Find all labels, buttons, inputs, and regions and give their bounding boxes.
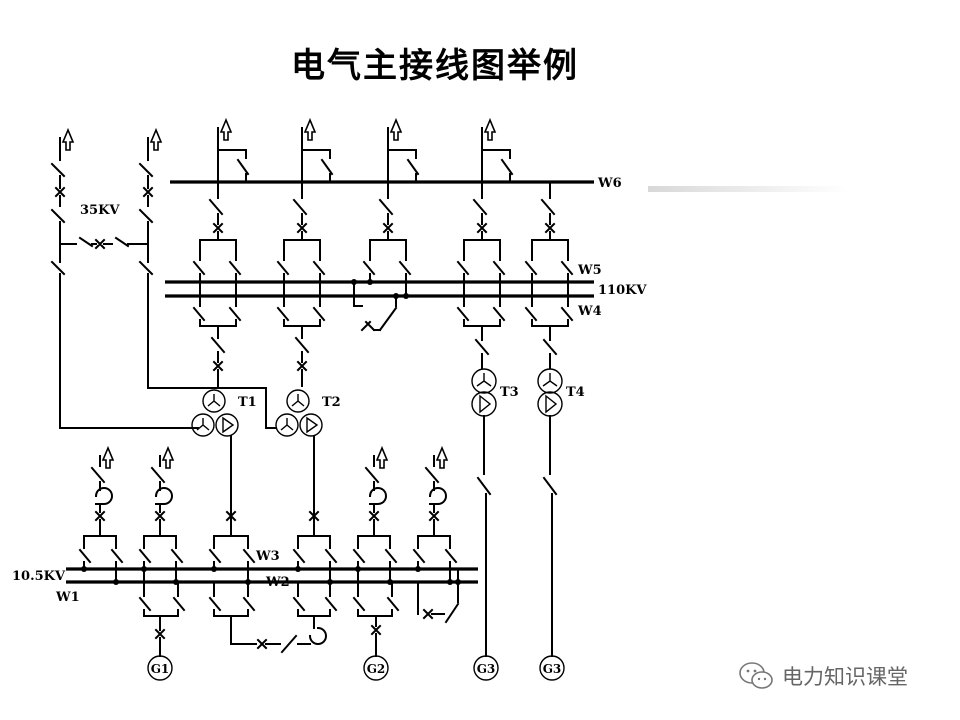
line-35kv-1 bbox=[50, 129, 199, 429]
page-title: 电气主接线图举例 bbox=[291, 46, 579, 86]
w2-w3-coupler-right bbox=[417, 568, 460, 624]
decorative-fade-line bbox=[648, 186, 848, 192]
bus-junction-dots bbox=[81, 566, 461, 585]
generator-feeder-g2 bbox=[352, 568, 400, 657]
feeder-10kv-3 bbox=[352, 447, 398, 583]
line-35kv-2 bbox=[138, 129, 213, 389]
generator-g2: G2 bbox=[363, 655, 389, 681]
generator-label-g2: G2 bbox=[367, 662, 386, 676]
transformer-label-t3: T3 bbox=[500, 385, 519, 400]
bus-label-w3: W3 bbox=[255, 549, 280, 564]
wechat-icon bbox=[739, 662, 773, 689]
t1-lv-connection bbox=[208, 509, 256, 583]
generator-label-g3-a: G3 bbox=[477, 662, 496, 676]
line-110kv-1 bbox=[192, 119, 250, 387]
line-110kv-3 bbox=[362, 119, 420, 297]
feeder-10kv-1 bbox=[78, 447, 124, 583]
generator-g3-b: G3 bbox=[539, 655, 565, 681]
feeder-10kv-4 bbox=[412, 447, 458, 583]
transformer-label-t4: T4 bbox=[566, 385, 585, 400]
generator-g3-a: G3 bbox=[473, 655, 499, 681]
line-110kv-5 bbox=[524, 181, 574, 369]
line-110kv-2 bbox=[276, 119, 334, 387]
bus-label-110kv: 110KV bbox=[598, 283, 647, 298]
watermark: 电力知识课堂 bbox=[738, 660, 908, 692]
w2-w3-coupler-left bbox=[208, 568, 338, 654]
bus-label-w2: W2 bbox=[265, 575, 290, 590]
transformer-t2 bbox=[147, 387, 323, 511]
bus-label-10-5kv: 10.5KV bbox=[12, 569, 66, 584]
bus-label-w4: W4 bbox=[577, 304, 602, 319]
bus-label-w6: W6 bbox=[597, 176, 622, 191]
bus-coupler-110kv bbox=[351, 279, 409, 332]
transformer-t3 bbox=[471, 368, 497, 657]
transformer-t1 bbox=[191, 389, 239, 511]
generator-g1: G1 bbox=[147, 655, 173, 681]
t2-lv-connection bbox=[292, 509, 338, 583]
generator-label-g1: G1 bbox=[151, 662, 170, 676]
feeder-10kv-2 bbox=[138, 447, 184, 583]
bus-label-w5: W5 bbox=[577, 263, 602, 278]
line-110kv-4 bbox=[456, 119, 514, 369]
watermark-text: 电力知识课堂 bbox=[782, 665, 908, 689]
bus-label-w1: W1 bbox=[55, 590, 80, 605]
transformer-t4 bbox=[537, 368, 563, 657]
generator-feeder-g1 bbox=[138, 568, 186, 657]
voltage-label-35kv: 35KV bbox=[80, 203, 120, 218]
generator-label-g3-b: G3 bbox=[543, 662, 562, 676]
tie-35kv bbox=[59, 236, 149, 250]
transformer-label-t1: T1 bbox=[238, 395, 257, 410]
transformer-label-t2: T2 bbox=[322, 395, 341, 410]
